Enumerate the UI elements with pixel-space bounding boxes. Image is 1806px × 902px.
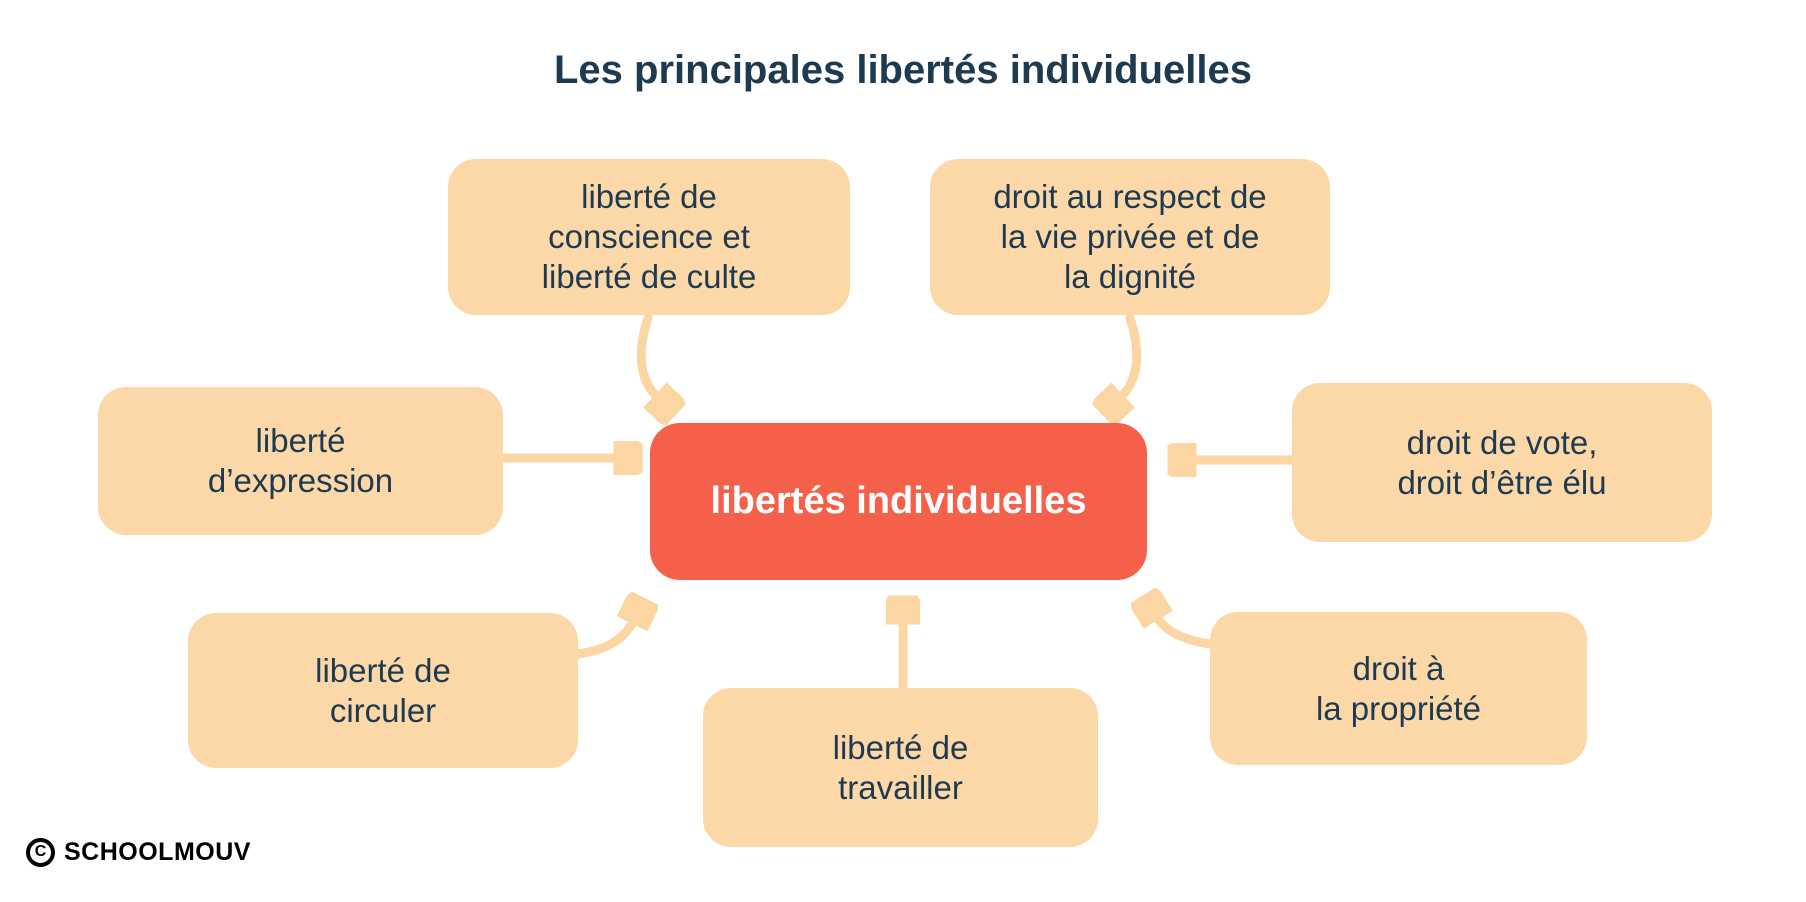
- diagram-title: Les principales libertés individuelles: [553, 48, 1253, 92]
- node-circuler: liberté de circuler: [188, 613, 578, 768]
- node-propriete: droit à la propriété: [1210, 612, 1587, 765]
- node-expression-label: liberté d’expression: [207, 422, 394, 499]
- node-vie-privee-dignite-label: droit au respect de la vie privée et de …: [993, 178, 1267, 295]
- center-node-libertes-individuelles: libertés individuelles: [650, 423, 1147, 580]
- arrow-propriete-to-center: [1156, 616, 1215, 649]
- brand-name: SCHOOLMOUV: [64, 837, 251, 866]
- node-vie-privee-dignite: droit au respect de la vie privée et de …: [930, 159, 1330, 315]
- node-conscience-culte-label: liberté de conscience et liberté de cult…: [541, 178, 757, 295]
- arrow-circuler-to-center: [573, 620, 634, 659]
- node-propriete-label: droit à la propriété: [1315, 649, 1482, 727]
- center-node-label: libertés individuelles: [710, 480, 1087, 522]
- node-travailler-label: liberté de travailler: [832, 728, 969, 806]
- arrow-vie-privee-to-center: [1120, 313, 1142, 398]
- schoolmouv-logo: C SCHOOLMOUV: [26, 836, 251, 868]
- arrow-conscience-to-center: [636, 313, 658, 398]
- copyright-icon: C: [26, 837, 55, 867]
- node-expression: liberté d’expression: [98, 387, 503, 535]
- node-travailler: liberté de travailler: [703, 688, 1098, 847]
- node-vote-elu-label: droit de vote, droit d’être élu: [1397, 423, 1607, 501]
- node-circuler-label: liberté de circuler: [315, 651, 451, 729]
- node-vote-elu: droit de vote, droit d’être élu: [1292, 383, 1712, 542]
- node-conscience-culte: liberté de conscience et liberté de cult…: [448, 159, 850, 315]
